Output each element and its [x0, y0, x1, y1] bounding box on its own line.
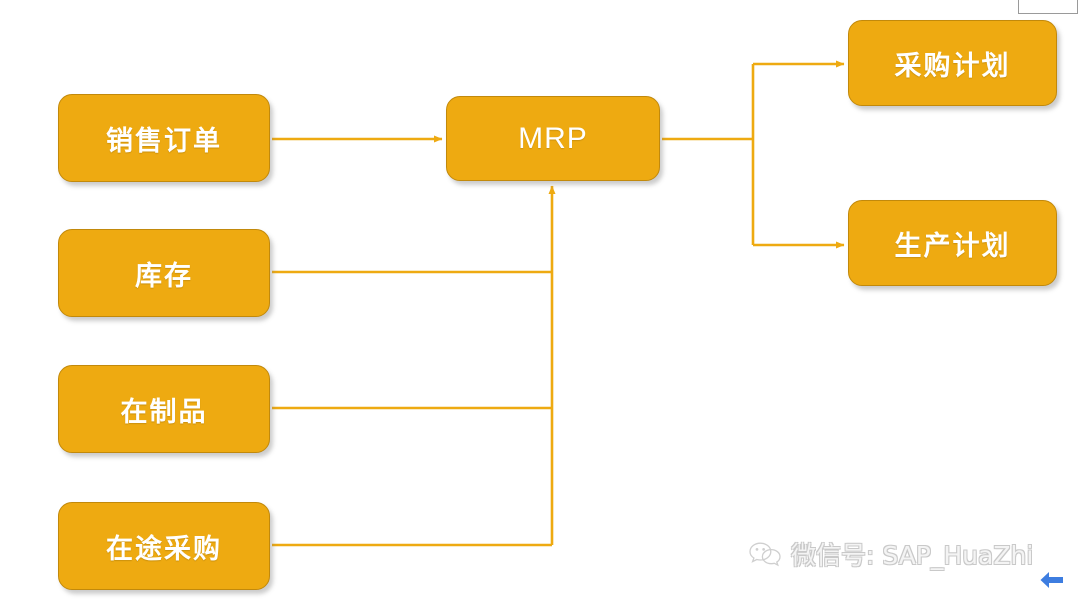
node-inventory[interactable]: 库存 — [58, 229, 270, 317]
node-wip[interactable]: 在制品 — [58, 365, 270, 453]
arrow-left-icon[interactable] — [1036, 568, 1066, 592]
watermark: 微信号: SAP_HuaZhi — [748, 536, 1033, 572]
node-mrp[interactable]: MRP — [446, 96, 660, 181]
node-purchase-plan[interactable]: 采购计划 — [848, 20, 1057, 106]
node-sales-order[interactable]: 销售订单 — [58, 94, 270, 182]
watermark-text: 微信号: SAP_HuaZhi — [791, 541, 1034, 570]
partial-rectangle-outline — [1018, 0, 1078, 14]
node-in-transit-purchase[interactable]: 在途采购 — [58, 502, 270, 590]
node-production-plan[interactable]: 生产计划 — [848, 200, 1057, 286]
wechat-icon — [749, 542, 781, 567]
